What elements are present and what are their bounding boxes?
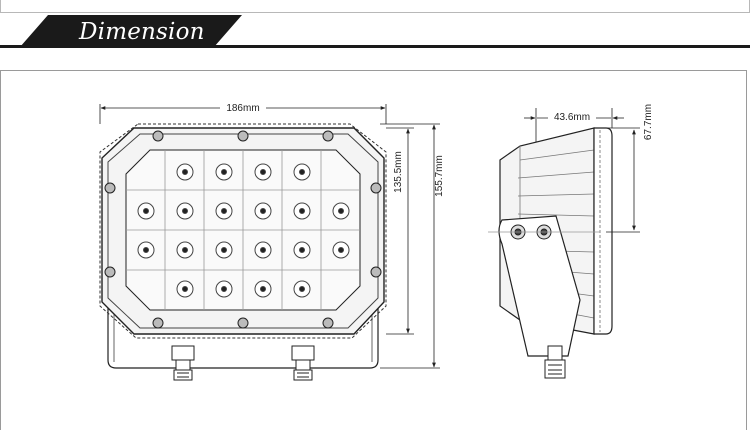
front-bolt-right <box>291 345 315 381</box>
side-lens-face <box>593 127 613 335</box>
header-banner <box>20 15 242 47</box>
inner-height-dimension-label: 135.5mm <box>393 151 404 193</box>
side-dimension-lines <box>488 108 640 233</box>
total-height-dimension-label: 155.7mm <box>434 155 445 197</box>
drawing-frame <box>0 70 747 430</box>
side-view <box>498 127 613 379</box>
width-dimension-label: 186mm <box>226 103 259 114</box>
front-bolt-left <box>171 345 195 381</box>
page-title: Dimension <box>79 19 205 45</box>
housing-screws <box>104 130 382 329</box>
led-array <box>137 163 350 298</box>
side-bracket <box>498 215 581 357</box>
side-height-dimension-label: 67.7mm <box>643 104 654 140</box>
front-bracket <box>107 300 379 369</box>
front-view <box>99 123 387 381</box>
depth-dimension-label: 43.6mm <box>554 112 590 123</box>
front-dimension-lines <box>99 104 440 369</box>
header-divider <box>0 45 750 48</box>
